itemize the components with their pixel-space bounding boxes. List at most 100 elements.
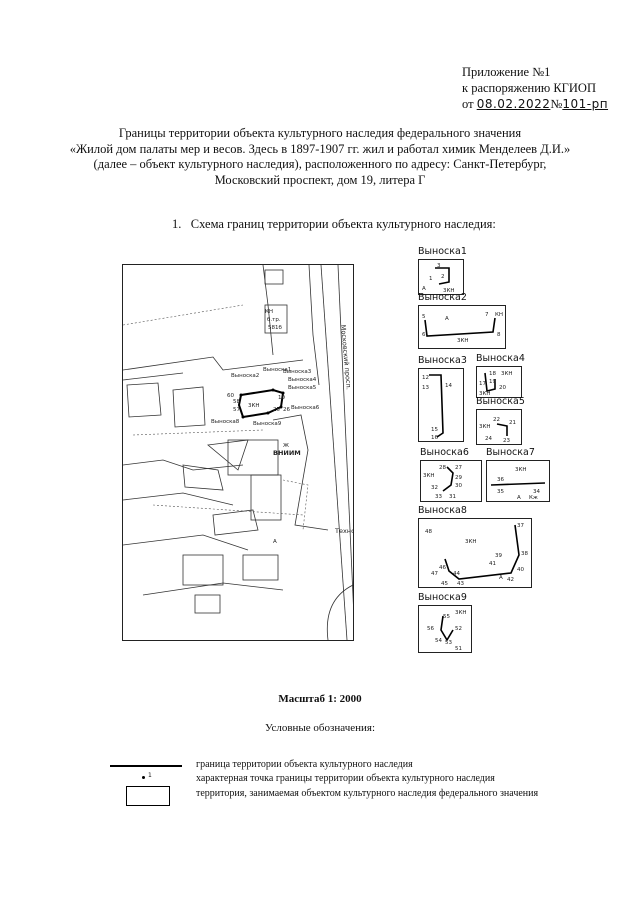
map-v2-label: Выноска2: [231, 373, 259, 379]
c4-pt-19: 19: [489, 379, 496, 385]
c2-zkn: 3КН: [457, 338, 469, 344]
map-point-10: 10: [278, 395, 285, 401]
number-sign: №: [550, 97, 563, 111]
c2-kn: КН: [495, 312, 503, 318]
map-drawing: Московский просп. Техно ВНИИМ КН б.тр. 5…: [123, 265, 353, 640]
c8-pt-48: 48: [425, 529, 432, 535]
main-map: Московский просп. Техно ВНИИМ КН б.тр. 5…: [122, 264, 354, 641]
callout-8-title: Выноска8: [418, 505, 467, 516]
c3-pt-13: 13: [422, 385, 429, 391]
c2-pt-7: 7: [485, 312, 489, 318]
c3-pt-12: 12: [422, 375, 429, 381]
callout-3-title: Выноска3: [418, 355, 467, 366]
callout-2-title: Выноска2: [418, 292, 467, 303]
c3-pt-15: 15: [431, 427, 438, 433]
c8-pt-47: 47: [431, 571, 438, 577]
map-scale: Масштаб 1: 2000: [278, 693, 362, 705]
c8-kn: 3КН: [465, 539, 477, 545]
map-v6-label: Выноска6: [291, 405, 320, 411]
legend-item-territory: территория, занимаемая объектом культурн…: [196, 788, 539, 799]
legend-point-dot: [142, 776, 145, 779]
callout-6-title: Выноска6: [420, 447, 469, 458]
c4-pt-17: 17: [479, 381, 486, 387]
c7-pt-36: 36: [497, 477, 504, 483]
school-label: ВНИИМ: [273, 449, 301, 457]
c8-pt-38: 38: [521, 551, 528, 557]
section-heading: 1. Схема границ территории объекта культ…: [172, 217, 496, 232]
c6-pt-28: 28: [439, 465, 446, 471]
legend-territory-box: [126, 786, 170, 806]
map-point-57: 57: [233, 407, 240, 413]
c7-a: А: [517, 495, 521, 501]
map-kn-label: КН: [265, 309, 273, 315]
legend-point-number: 1: [148, 772, 152, 779]
map-btr-label: б.тр.: [267, 317, 281, 323]
c7-pt-35: 35: [497, 489, 504, 495]
c8-pt-41: 41: [489, 561, 496, 567]
c7-pt-34: 34: [533, 489, 540, 495]
appendix-date-line: от 08.02.2022№101-рп: [462, 96, 632, 112]
map-point-60: 60: [227, 393, 234, 399]
callout-7-title: Выноска7: [486, 447, 535, 458]
c5-pt-24: 24: [485, 436, 492, 442]
map-v3-label: Выноска3: [283, 369, 312, 375]
map-zh-label: Ж: [283, 443, 289, 449]
callout-4: Выноска4 18 17 19 20 3КН 3КН: [476, 353, 525, 398]
c6-pt-31: 31: [449, 494, 456, 500]
callout-2-drawing: 5 6 7 8 КН 3КН А: [422, 312, 503, 344]
map-a-label: А: [273, 539, 277, 545]
callout-7: Выноска7 36 35 34 3КН А Кж: [486, 447, 550, 502]
c8-pt-37: 37: [517, 523, 524, 529]
c8-a: А: [499, 575, 503, 581]
c4-pt-20: 20: [499, 385, 506, 391]
appendix-title: Приложение №1: [462, 65, 551, 79]
c6-pt-32: 32: [431, 485, 438, 491]
c5-kn: 3КН: [479, 424, 491, 430]
c6-pt-30: 30: [455, 483, 462, 489]
section-text: Схема границ территории объекта культурн…: [190, 217, 496, 231]
callout-3-drawing: 12 13 14 15 16: [422, 374, 452, 441]
callout-4-drawing: 18 17 19 20 3КН 3КН: [479, 371, 513, 397]
callout-5-drawing: 22 21 24 23 3КН: [479, 417, 516, 444]
c1-kn: 3КН: [443, 288, 455, 294]
map-v9-label: Выноска9: [253, 421, 282, 427]
callout-9-title: Выноска9: [418, 592, 467, 603]
legend-item-point: характерная точка границы территории объ…: [196, 773, 495, 784]
callout-2: Выноска2 5 6 7 8 КН 3КН А: [418, 292, 506, 349]
document-title: Границы территории объекта культурного н…: [60, 126, 580, 188]
c8-pt-46: 46: [439, 565, 446, 571]
c9-pt-51: 51: [455, 646, 462, 652]
c4-pt-18: 18: [489, 371, 496, 377]
c6-pt-27: 27: [455, 465, 462, 471]
handwritten-number: 101-рп: [562, 97, 609, 111]
c2-pt-8: 8: [497, 332, 501, 338]
legend-item-boundary: граница территории объекта культурного н…: [196, 759, 413, 770]
street-label: Московский просп.: [339, 324, 353, 390]
handwritten-date: 08.02.2022: [476, 97, 551, 111]
c9-pt-55: 55: [443, 614, 450, 620]
map-v1-label: Выноска1: [263, 367, 291, 373]
appendix-order: к распоряжению КГИОП: [462, 81, 596, 95]
title-line-2: «Жилой дом палаты мер и весов. Здесь в 1…: [69, 141, 571, 156]
c9-kn: 3КН: [455, 610, 467, 616]
callout-7-drawing: 36 35 34 3КН А Кж: [490, 467, 546, 501]
callout-3: Выноска3 12 13 14 15 16: [418, 355, 467, 442]
c2-pt-5: 5: [422, 314, 426, 320]
map-v5-label: Выноска5: [288, 385, 317, 391]
date-prefix: от: [462, 97, 474, 111]
c3-pt-14: 14: [445, 383, 452, 389]
callout-5-title: Выноска5: [476, 396, 525, 407]
callout-1-title: Выноска1: [418, 246, 467, 257]
techno-label: Техно: [334, 527, 353, 535]
title-line-3: (далее – объект культурного наследия), р…: [93, 157, 547, 171]
c9-pt-54: 54: [435, 638, 442, 644]
c4-kn-2: 3КН: [501, 371, 513, 377]
map-v4-label: Выноска4: [288, 377, 317, 383]
c5-pt-22: 22: [493, 417, 500, 423]
c2-pt-6: 6: [422, 332, 426, 338]
c5-pt-21: 21: [509, 420, 516, 426]
callout-1: Выноска1 3 1 2 3КН А: [418, 246, 467, 295]
callout-1-drawing: 3 1 2 3КН А: [422, 263, 455, 294]
c8-pt-44: 44: [453, 571, 460, 577]
c1-a: А: [422, 286, 426, 292]
